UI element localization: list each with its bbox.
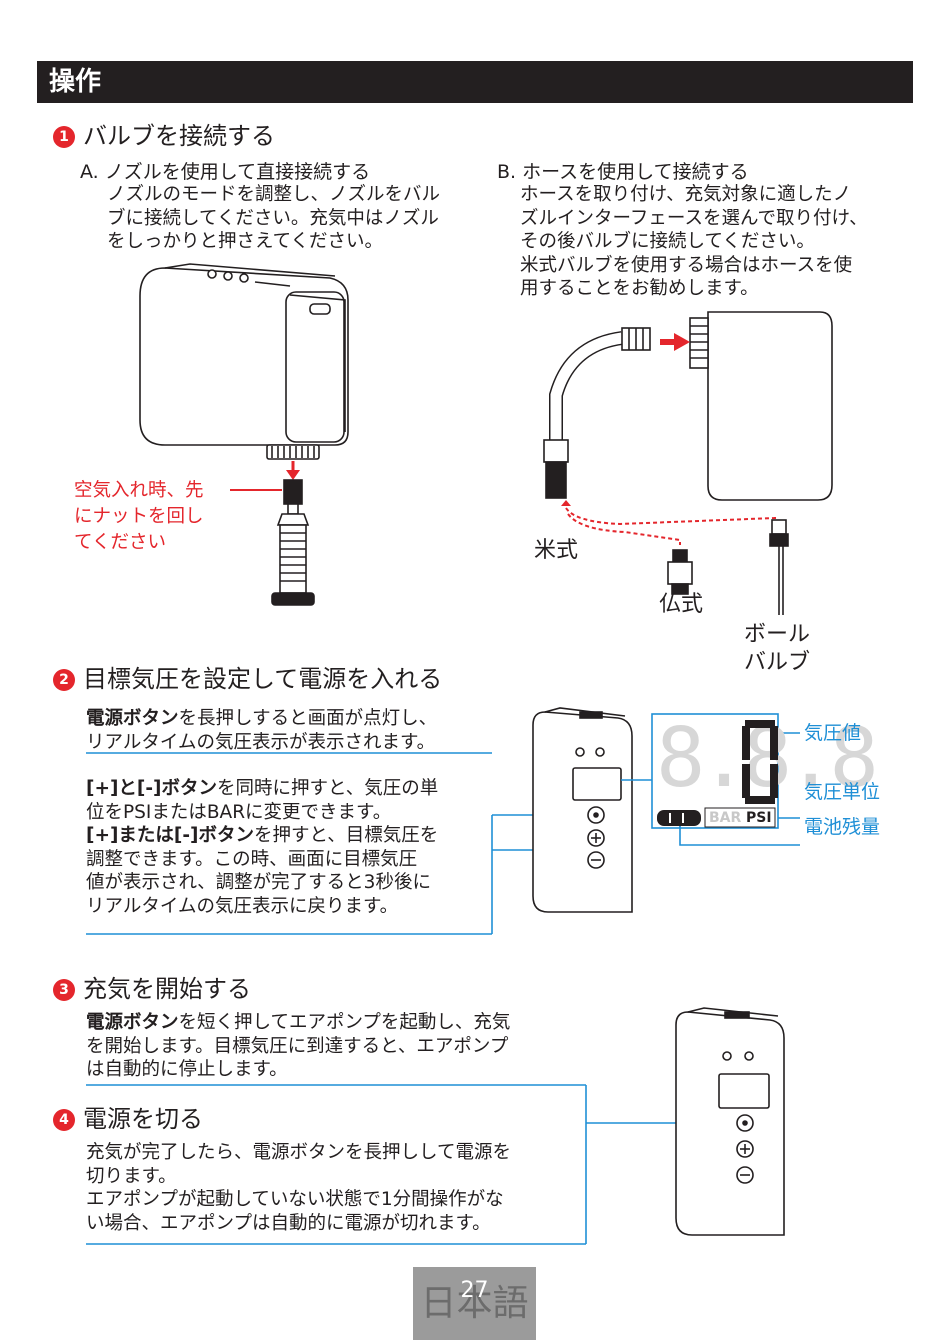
- text-line: 位をPSIまたはBARに変更できます。: [86, 801, 392, 823]
- footer-language-tab: 日本語 27: [413, 1267, 536, 1340]
- step-number-3: 3: [53, 979, 75, 1001]
- section-2-title: 目標気圧を設定して電源を入れる: [83, 665, 443, 693]
- section-2-heading: 2 目標気圧を設定して電源を入れる: [53, 664, 442, 694]
- text-line: リアルタイムの気圧表示が表示されます。: [86, 731, 436, 753]
- method-b-title: B. ホースを使用して接続する: [497, 161, 749, 183]
- bar-unit-label: BAR: [709, 810, 742, 826]
- text-span: を長押しすると画面が点灯し、: [178, 708, 438, 729]
- text-line: その後バルブに接続してください。: [520, 231, 815, 252]
- page-title: 操作: [49, 67, 102, 97]
- callout-pressure-unit: 気圧単位: [804, 781, 881, 803]
- text-line: リアルタイムの気圧表示に戻ります。: [86, 895, 399, 917]
- text-span: を短く押してエアポンプを起動し、充気: [178, 1012, 511, 1033]
- text-line: ホースを取り付け、充気対象に適したノ: [520, 184, 852, 205]
- note-line: てください: [74, 532, 166, 553]
- text-line: [+]または[-]ボタンを押すと、目標気圧を: [86, 824, 438, 848]
- psi-unit-label: PSI: [746, 810, 772, 826]
- text-line: をしっかりと押さえてください。: [107, 231, 384, 252]
- section-1-title: バルブを接続する: [83, 122, 275, 150]
- text-line: [+]と[-]ボタンを同時に押すと、気圧の単: [86, 777, 438, 801]
- plus-or-minus-term: [+]または[-]ボタン: [86, 825, 255, 846]
- text-line: 電源ボタンを長押しすると画面が点灯し、: [86, 707, 438, 731]
- method-a-text: ノズルのモードを調整し、ノズルをバル ブに接続してください。充気中はノズル をし…: [107, 183, 440, 254]
- callout-battery-level: 電池残量: [804, 816, 881, 838]
- text-line: は自動的に停止します。: [86, 1059, 288, 1080]
- footer-language: 日本語: [420, 1283, 529, 1324]
- section-4-title: 電源を切る: [83, 1105, 203, 1133]
- step-number-1: 1: [53, 126, 75, 148]
- text-line: 切ります。: [86, 1165, 177, 1187]
- method-a-title: A. ノズルを使用して直接接続する: [80, 161, 371, 183]
- text-line: を開始します。目標気圧に到達すると、エアポンプ: [86, 1035, 509, 1057]
- text-line: 値が表示され、調整が完了すると3秒後に: [86, 872, 431, 893]
- note-line: にナットを回し: [74, 506, 204, 527]
- text-line: ノズルのモードを調整し、ノズルをバル: [107, 184, 441, 205]
- text-line: 調整できます。この時、画面に目標気圧: [86, 848, 418, 870]
- label-line: バルブ: [744, 650, 811, 675]
- step-number-2: 2: [53, 669, 75, 691]
- callout-pressure-value: 気圧値: [804, 722, 862, 744]
- text-line: 電源ボタンを短く押してエアポンプを起動し、充気: [86, 1011, 510, 1035]
- section-header-bar: 操作: [37, 61, 913, 103]
- note-line: 空気入れ時、先: [74, 480, 204, 501]
- section-4-heading: 4 電源を切る: [53, 1104, 203, 1134]
- text-line: ブに接続してください。充気中はノズル: [107, 207, 439, 229]
- text-line: 充気が完了したら、電源ボタンを長押しして電源を: [86, 1142, 511, 1163]
- plus-minus-term: [+]と[-]ボタン: [86, 778, 217, 799]
- valve-label-ball: ボール バルブ: [744, 621, 810, 677]
- text-line: 用することをお勧めします。: [520, 278, 759, 299]
- section-4-text: 充気が完了したら、電源ボタンを長押しして電源を 切ります。 エアポンプが起動して…: [86, 1141, 511, 1235]
- text-line: エアポンプが起動していない状態で1分間操作がな: [86, 1189, 504, 1210]
- section-3-heading: 3 充気を開始する: [53, 974, 251, 1004]
- text-line: い場合、エアポンプは自動的に電源が切れます。: [86, 1212, 491, 1234]
- text-line: 米式バルブを使用する場合はホースを使: [520, 254, 853, 276]
- power-button-term: 電源ボタン: [86, 1012, 179, 1033]
- method-b-text: ホースを取り付け、充気対象に適したノ ズルインターフェースを選んで取り付け、 そ…: [520, 183, 868, 301]
- nut-rotation-note: 空気入れ時、先 にナットを回し てください: [74, 478, 204, 556]
- section-3-title: 充気を開始する: [83, 975, 251, 1003]
- text-line: ズルインターフェースを選んで取り付け、: [520, 207, 868, 229]
- valve-label-american: 米式: [534, 538, 579, 563]
- section-1-heading: 1 バルブを接続する: [53, 121, 275, 151]
- label-line: ボール: [744, 622, 811, 647]
- valve-label-french: 仏式: [659, 592, 704, 617]
- step-number-4: 4: [53, 1109, 75, 1131]
- active-digit-icon: [742, 720, 778, 804]
- text-span: を同時に押すと、気圧の単: [217, 778, 439, 799]
- text-span: を押すと、目標気圧を: [254, 825, 439, 846]
- section-3-text: 電源ボタンを短く押してエアポンプを起動し、充気 を開始します。目標気圧に到達する…: [86, 1011, 510, 1082]
- page-number: 27: [460, 1278, 489, 1303]
- power-button-term: 電源ボタン: [86, 708, 179, 729]
- section-2-text: 電源ボタンを長押しすると画面が点灯し、 リアルタイムの気圧表示が表示されます。 …: [86, 707, 438, 918]
